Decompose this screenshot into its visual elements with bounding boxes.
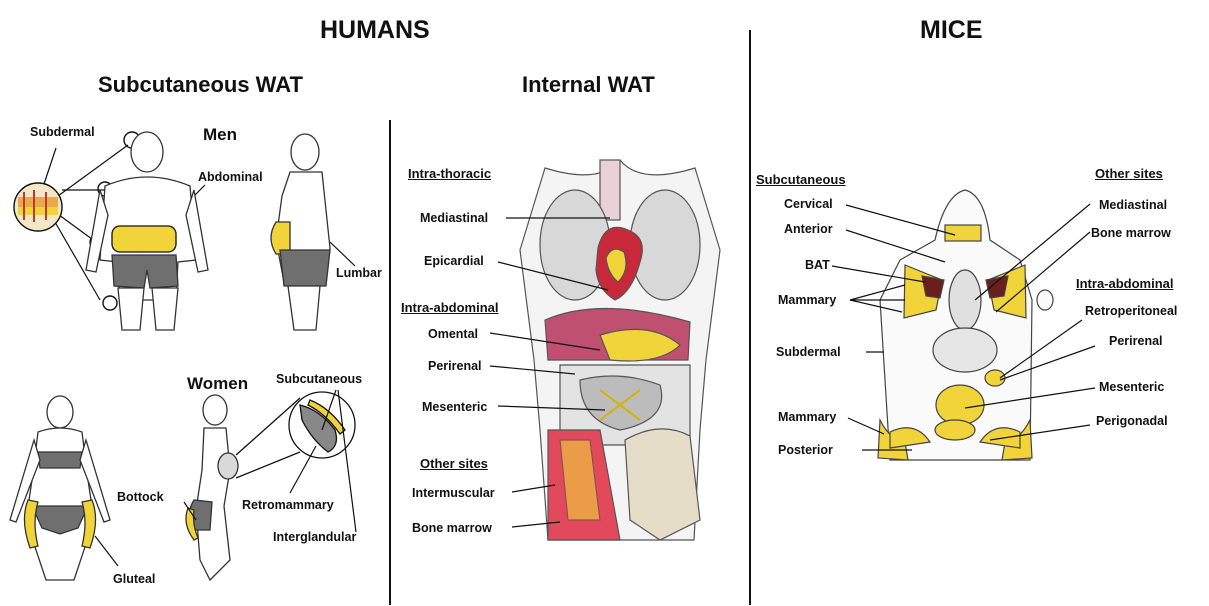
label-mammary-lower: Mammary [778, 410, 836, 424]
subcutaneous-wat-subtitle: Subcutaneous WAT [98, 72, 303, 98]
internal-torso-illustration [520, 160, 720, 540]
humans-title: HUMANS [320, 16, 430, 45]
label-posterior: Posterior [778, 443, 833, 457]
label-mammary-upper: Mammary [778, 293, 836, 307]
mouse-illustration [878, 190, 1053, 460]
mice-title: MICE [920, 16, 983, 45]
other-sites-heading-mice: Other sites [1095, 166, 1163, 181]
breast-inset [236, 392, 355, 478]
label-subdermal-mice: Subdermal [776, 345, 841, 359]
intra-thoracic-heading: Intra-thoracic [408, 166, 491, 181]
label-mediastinal-human: Mediastinal [420, 211, 488, 225]
label-perigonadal: Perigonadal [1096, 414, 1168, 428]
woman-front-figure [10, 396, 110, 580]
internal-wat-subtitle: Internal WAT [522, 72, 655, 98]
intra-abdominal-heading-mice: Intra-abdominal [1076, 276, 1174, 291]
label-anterior: Anterior [784, 222, 833, 236]
label-subcutaneous-women: Subcutaneous [276, 372, 362, 386]
label-interglandular: Interglandular [273, 530, 356, 544]
women-heading: Women [187, 374, 248, 394]
subcutaneous-heading-mice: Subcutaneous [756, 172, 846, 187]
label-mesenteric-human: Mesenteric [422, 400, 487, 414]
label-retroperitoneal: Retroperitoneal [1085, 304, 1177, 318]
label-intermuscular: Intermuscular [412, 486, 495, 500]
label-cervical: Cervical [784, 197, 833, 211]
label-bat: BAT [805, 258, 830, 272]
label-omental: Omental [428, 327, 478, 341]
man-side-figure [271, 134, 330, 330]
label-perirenal-mice: Perirenal [1109, 334, 1163, 348]
label-bone-marrow-human: Bone marrow [412, 521, 492, 535]
label-bone-marrow-mice: Bone marrow [1091, 226, 1171, 240]
woman-side-figure [186, 395, 238, 580]
skin-cross-section [14, 183, 62, 231]
label-lumbar: Lumbar [336, 266, 382, 280]
other-sites-heading-human: Other sites [420, 456, 488, 471]
label-subdermal: Subdermal [30, 125, 95, 139]
intra-abdominal-heading-human: Intra-abdominal [401, 300, 499, 315]
label-gluteal: Gluteal [113, 572, 155, 586]
label-retromammary: Retromammary [242, 498, 334, 512]
label-perirenal-human: Perirenal [428, 359, 482, 373]
label-mediastinal-mice: Mediastinal [1099, 198, 1167, 212]
label-epicardial: Epicardial [424, 254, 484, 268]
subcutaneous-internal-divider [389, 120, 391, 605]
men-heading: Men [203, 125, 237, 145]
label-bottock: Bottock [117, 490, 164, 504]
humans-mice-divider [749, 30, 751, 605]
label-abdominal: Abdominal [198, 170, 263, 184]
label-mesenteric-mice: Mesenteric [1099, 380, 1164, 394]
